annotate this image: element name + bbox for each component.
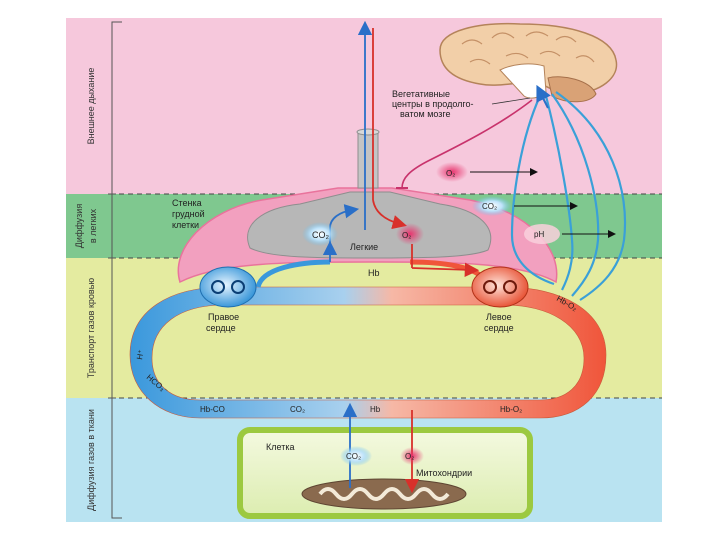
brain-label-pointer	[491, 97, 531, 105]
afferent-nerves	[510, 91, 627, 301]
o2-lung-label: O₂	[402, 231, 411, 240]
pulmonary-artery	[255, 259, 331, 288]
zone-label-transport: Транспорт газов кровью	[86, 278, 96, 379]
cell-co2-label: CO₂	[346, 452, 361, 461]
chest-wall-label: Стенка грудной клетки	[172, 198, 205, 230]
cell-co2-blob	[340, 446, 372, 466]
co2-lung-blob	[302, 222, 338, 246]
hb-o2-bottom-label: Hb-O₂	[500, 405, 522, 414]
svg-text:клетки: клетки	[172, 220, 199, 230]
left-heart	[471, 266, 529, 308]
svg-text:центры в продолго-: центры в продолго-	[392, 99, 474, 109]
o2-signal-blob	[436, 162, 468, 182]
ph-signal-blob	[524, 224, 560, 244]
svg-text:грудной: грудной	[172, 209, 205, 219]
right-heart-label: Правое сердце	[206, 312, 239, 333]
zone-label-external: Внешнее дыхание	[86, 68, 96, 145]
zone-label-lung-diffusion-1: Диффузия	[74, 204, 84, 248]
svg-text:Вегетативные: Вегетативные	[392, 89, 450, 99]
cell-o2-label: O₂	[405, 452, 414, 461]
zone-bracket	[111, 21, 122, 519]
hb-co-bottom-label: Hb-CO	[200, 405, 225, 414]
svg-text:Стенка: Стенка	[172, 198, 202, 208]
hb-top-label: Hb	[368, 268, 380, 278]
o2-signal-label: O₂	[446, 169, 455, 178]
svg-text:сердце: сердце	[484, 323, 514, 333]
co2-signal-blob	[472, 196, 512, 216]
arterial-flow-arrow	[411, 262, 480, 277]
air-in-lung-arrow	[372, 199, 407, 230]
left-heart-label: Левое сердце	[484, 312, 514, 333]
zone-label-tissue-diffusion: Диффузия газов в ткани	[86, 409, 96, 511]
h-left-label: H⁺	[135, 349, 146, 360]
cell-o2-blob	[400, 447, 424, 465]
co2-signal-label: CO₂	[482, 202, 497, 211]
brain	[439, 22, 618, 103]
svg-text:Правое: Правое	[208, 312, 239, 322]
svg-text:Левое: Левое	[486, 312, 512, 322]
zone-transport	[66, 258, 662, 398]
brain-centers-label: Вегетативные центры в продолго- ватом мо…	[392, 89, 474, 119]
lungs-label: Легкие	[350, 242, 378, 252]
hb-bottom-label: Hb	[370, 405, 381, 414]
ph-signal-label: pH	[534, 230, 544, 239]
svg-text:ватом мозге: ватом мозге	[400, 109, 451, 119]
mitochondria-label: Митохондрии	[416, 468, 472, 478]
zone-label-lung-diffusion-2: в легких	[88, 208, 98, 243]
nerve-to-brain-arrow	[536, 84, 551, 109]
right-heart	[199, 266, 257, 308]
brain-efferent-nerve	[401, 99, 533, 189]
trachea-top	[356, 128, 380, 136]
o2-lung-blob	[396, 223, 424, 245]
blood-loop	[129, 286, 607, 419]
trachea	[357, 131, 379, 189]
co2-bottom-label: CO₂	[290, 405, 305, 414]
cell-label: Клетка	[266, 442, 294, 452]
mitochondrion	[301, 478, 467, 510]
co2-lung-label: CO₂	[312, 230, 330, 240]
svg-text:сердце: сердце	[206, 323, 236, 333]
